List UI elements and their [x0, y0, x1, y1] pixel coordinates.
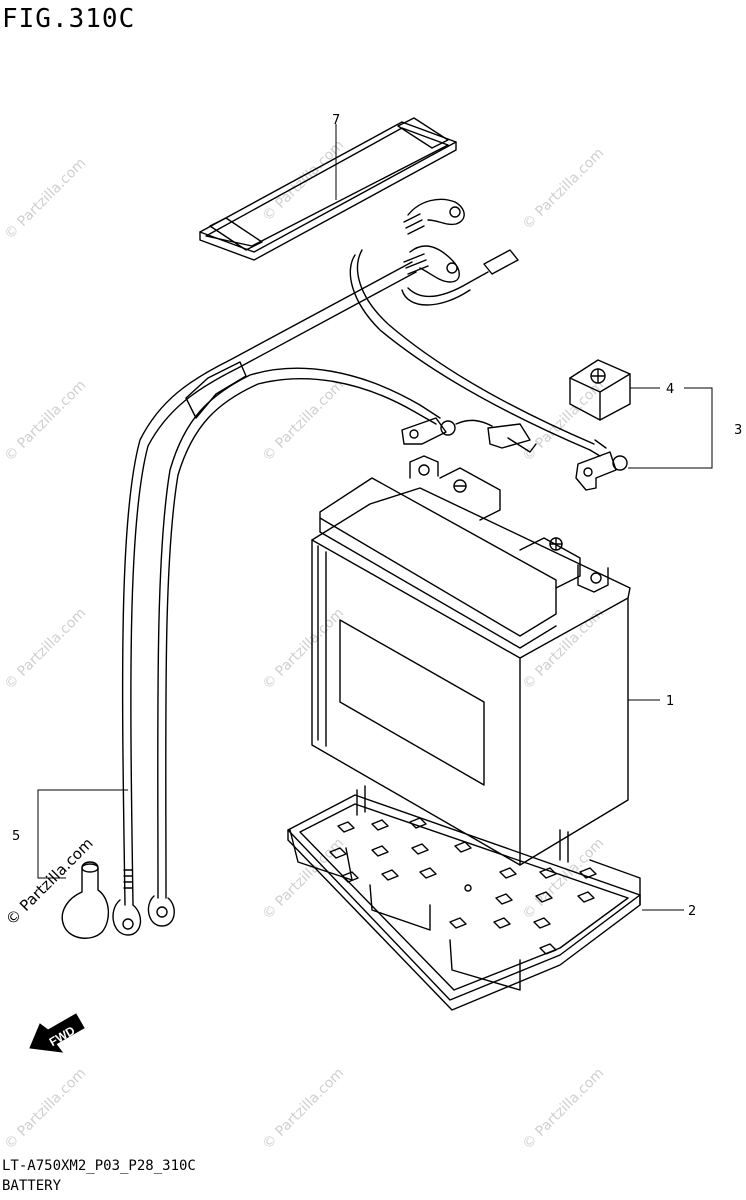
callout-label-1: 1 — [666, 694, 674, 709]
wiring-harness — [112, 198, 628, 936]
watermark-text: © Partzilla.com — [260, 1065, 348, 1153]
battery — [311, 455, 631, 866]
watermark-text: © Partzilla.com — [2, 1065, 90, 1153]
watermark-layer: © Partzilla.com © Partzilla.com © Partzi… — [2, 137, 608, 1153]
terminal-boot — [61, 861, 109, 939]
callout-label-4: 4 — [666, 382, 674, 397]
watermark-text: © Partzilla.com — [2, 155, 90, 243]
battery-tray — [287, 785, 641, 1011]
watermark-text: © Partzilla.com — [260, 605, 348, 693]
callout-leader-3 — [628, 387, 713, 469]
callout-layer — [37, 124, 713, 911]
terminal-cover — [569, 359, 631, 421]
callout-label-7: 7 — [332, 113, 340, 128]
watermark-text: © Partzilla.com — [2, 605, 90, 693]
battery-strap — [199, 117, 457, 261]
diagram-caption: BATTERY — [2, 1178, 62, 1194]
watermark-text: © Partzilla.com — [260, 377, 348, 465]
watermark-text: © Partzilla.com — [520, 1065, 608, 1153]
callout-label-3: 3 — [734, 423, 742, 438]
callout-label-5: 5 — [12, 829, 20, 844]
watermark-text: © Partzilla.com — [2, 377, 90, 465]
watermark-text: © Partzilla.com — [260, 137, 348, 225]
watermark-text: © Partzilla.com — [520, 145, 608, 233]
watermark-text: © Partzilla.com — [520, 605, 608, 693]
callout-labels: 7 4 3 1 2 5 — [12, 113, 742, 919]
fwd-arrow: FWD — [29, 1013, 85, 1053]
callout-label-2: 2 — [688, 904, 696, 919]
figure-title: FIG.310C — [2, 4, 136, 34]
callout-leader-5 — [37, 789, 128, 879]
diagram-code: LT-A750XM2_P03_P28_310C — [2, 1158, 196, 1174]
